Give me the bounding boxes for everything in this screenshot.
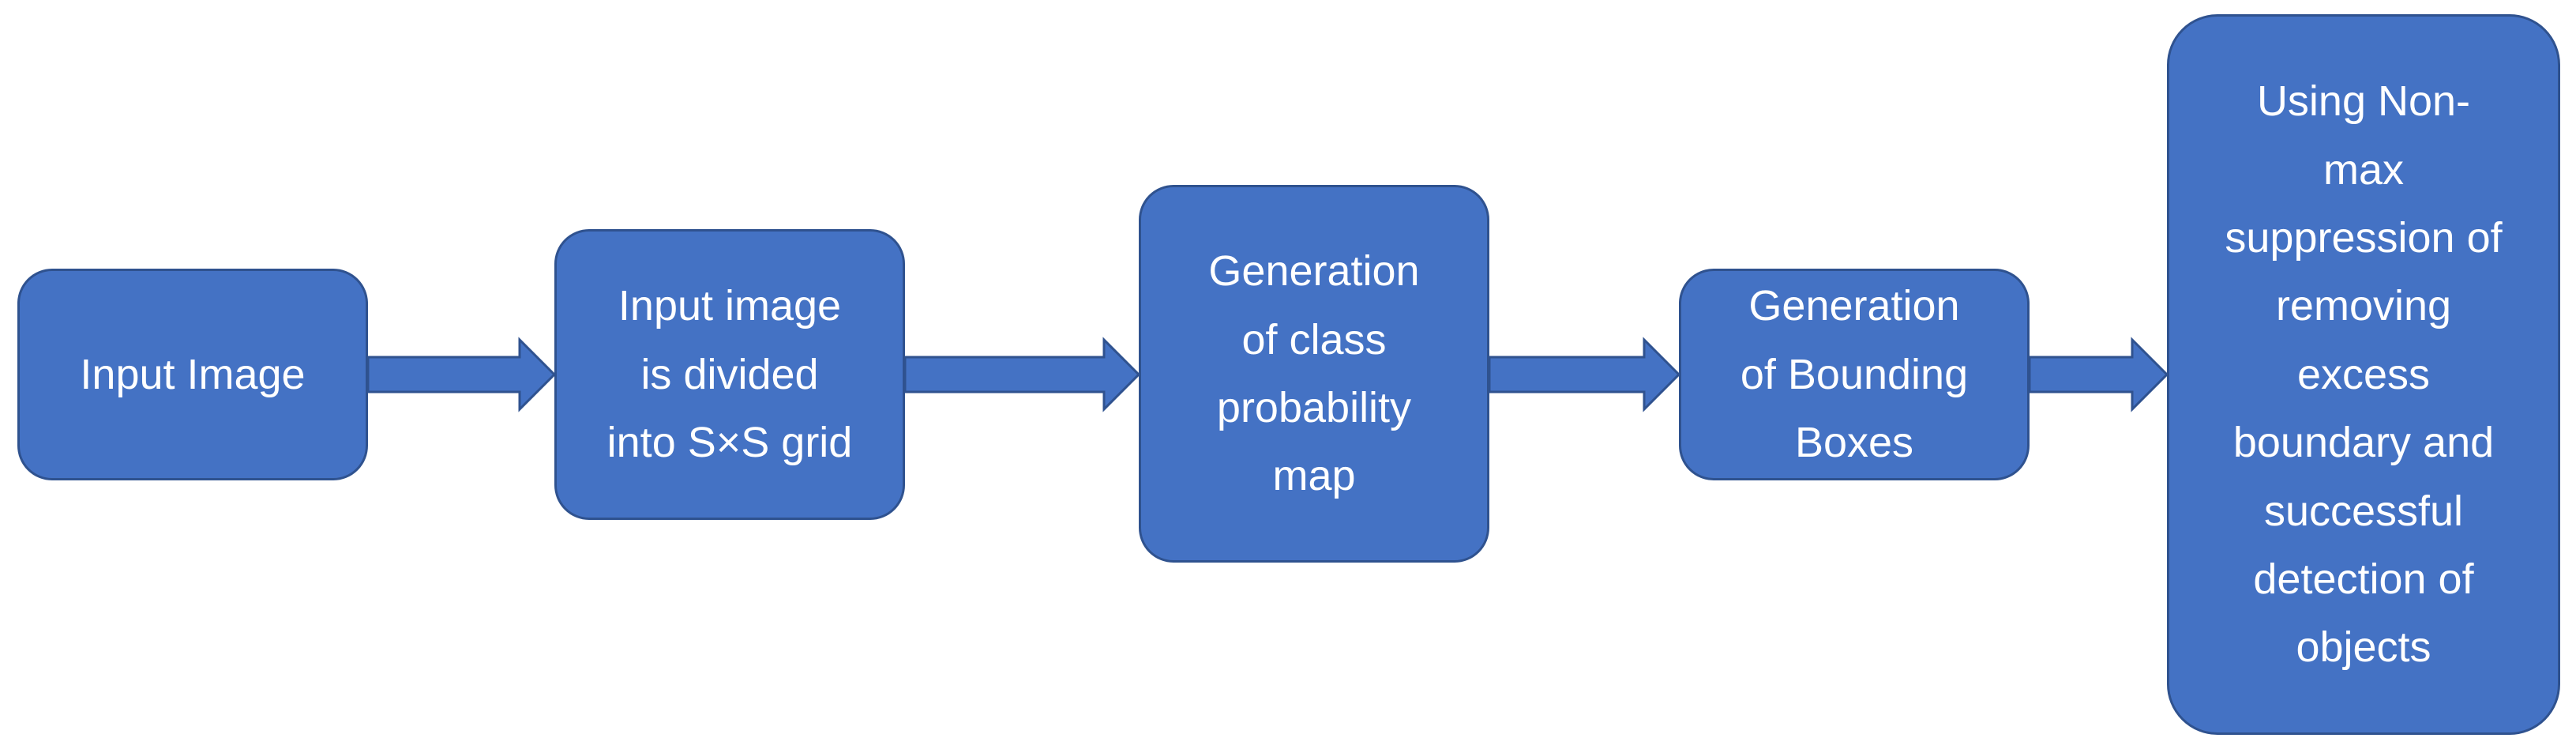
step-label: Input Image bbox=[80, 350, 306, 398]
step-label: Input image is divided into S×S grid bbox=[606, 282, 853, 467]
step-input-image: Input Image bbox=[17, 269, 368, 480]
step-non-max-suppression: Using Non- max suppression of removing e… bbox=[2167, 14, 2560, 735]
step-bounding-boxes: Generation of Bounding Boxes bbox=[1679, 269, 2030, 480]
arrow-4-to-5 bbox=[2028, 337, 2169, 412]
step-label: Generation of Bounding Boxes bbox=[1740, 282, 1969, 467]
arrow-2-to-3 bbox=[903, 337, 1141, 412]
step-label: Generation of class probability map bbox=[1208, 247, 1420, 500]
step-label: Using Non- max suppression of removing e… bbox=[2225, 77, 2503, 672]
arrow-3-to-4 bbox=[1488, 337, 1681, 412]
arrow-1-to-2 bbox=[366, 337, 557, 412]
step-class-probability-map: Generation of class probability map bbox=[1139, 185, 1489, 563]
step-divide-grid: Input image is divided into S×S grid bbox=[554, 229, 905, 520]
